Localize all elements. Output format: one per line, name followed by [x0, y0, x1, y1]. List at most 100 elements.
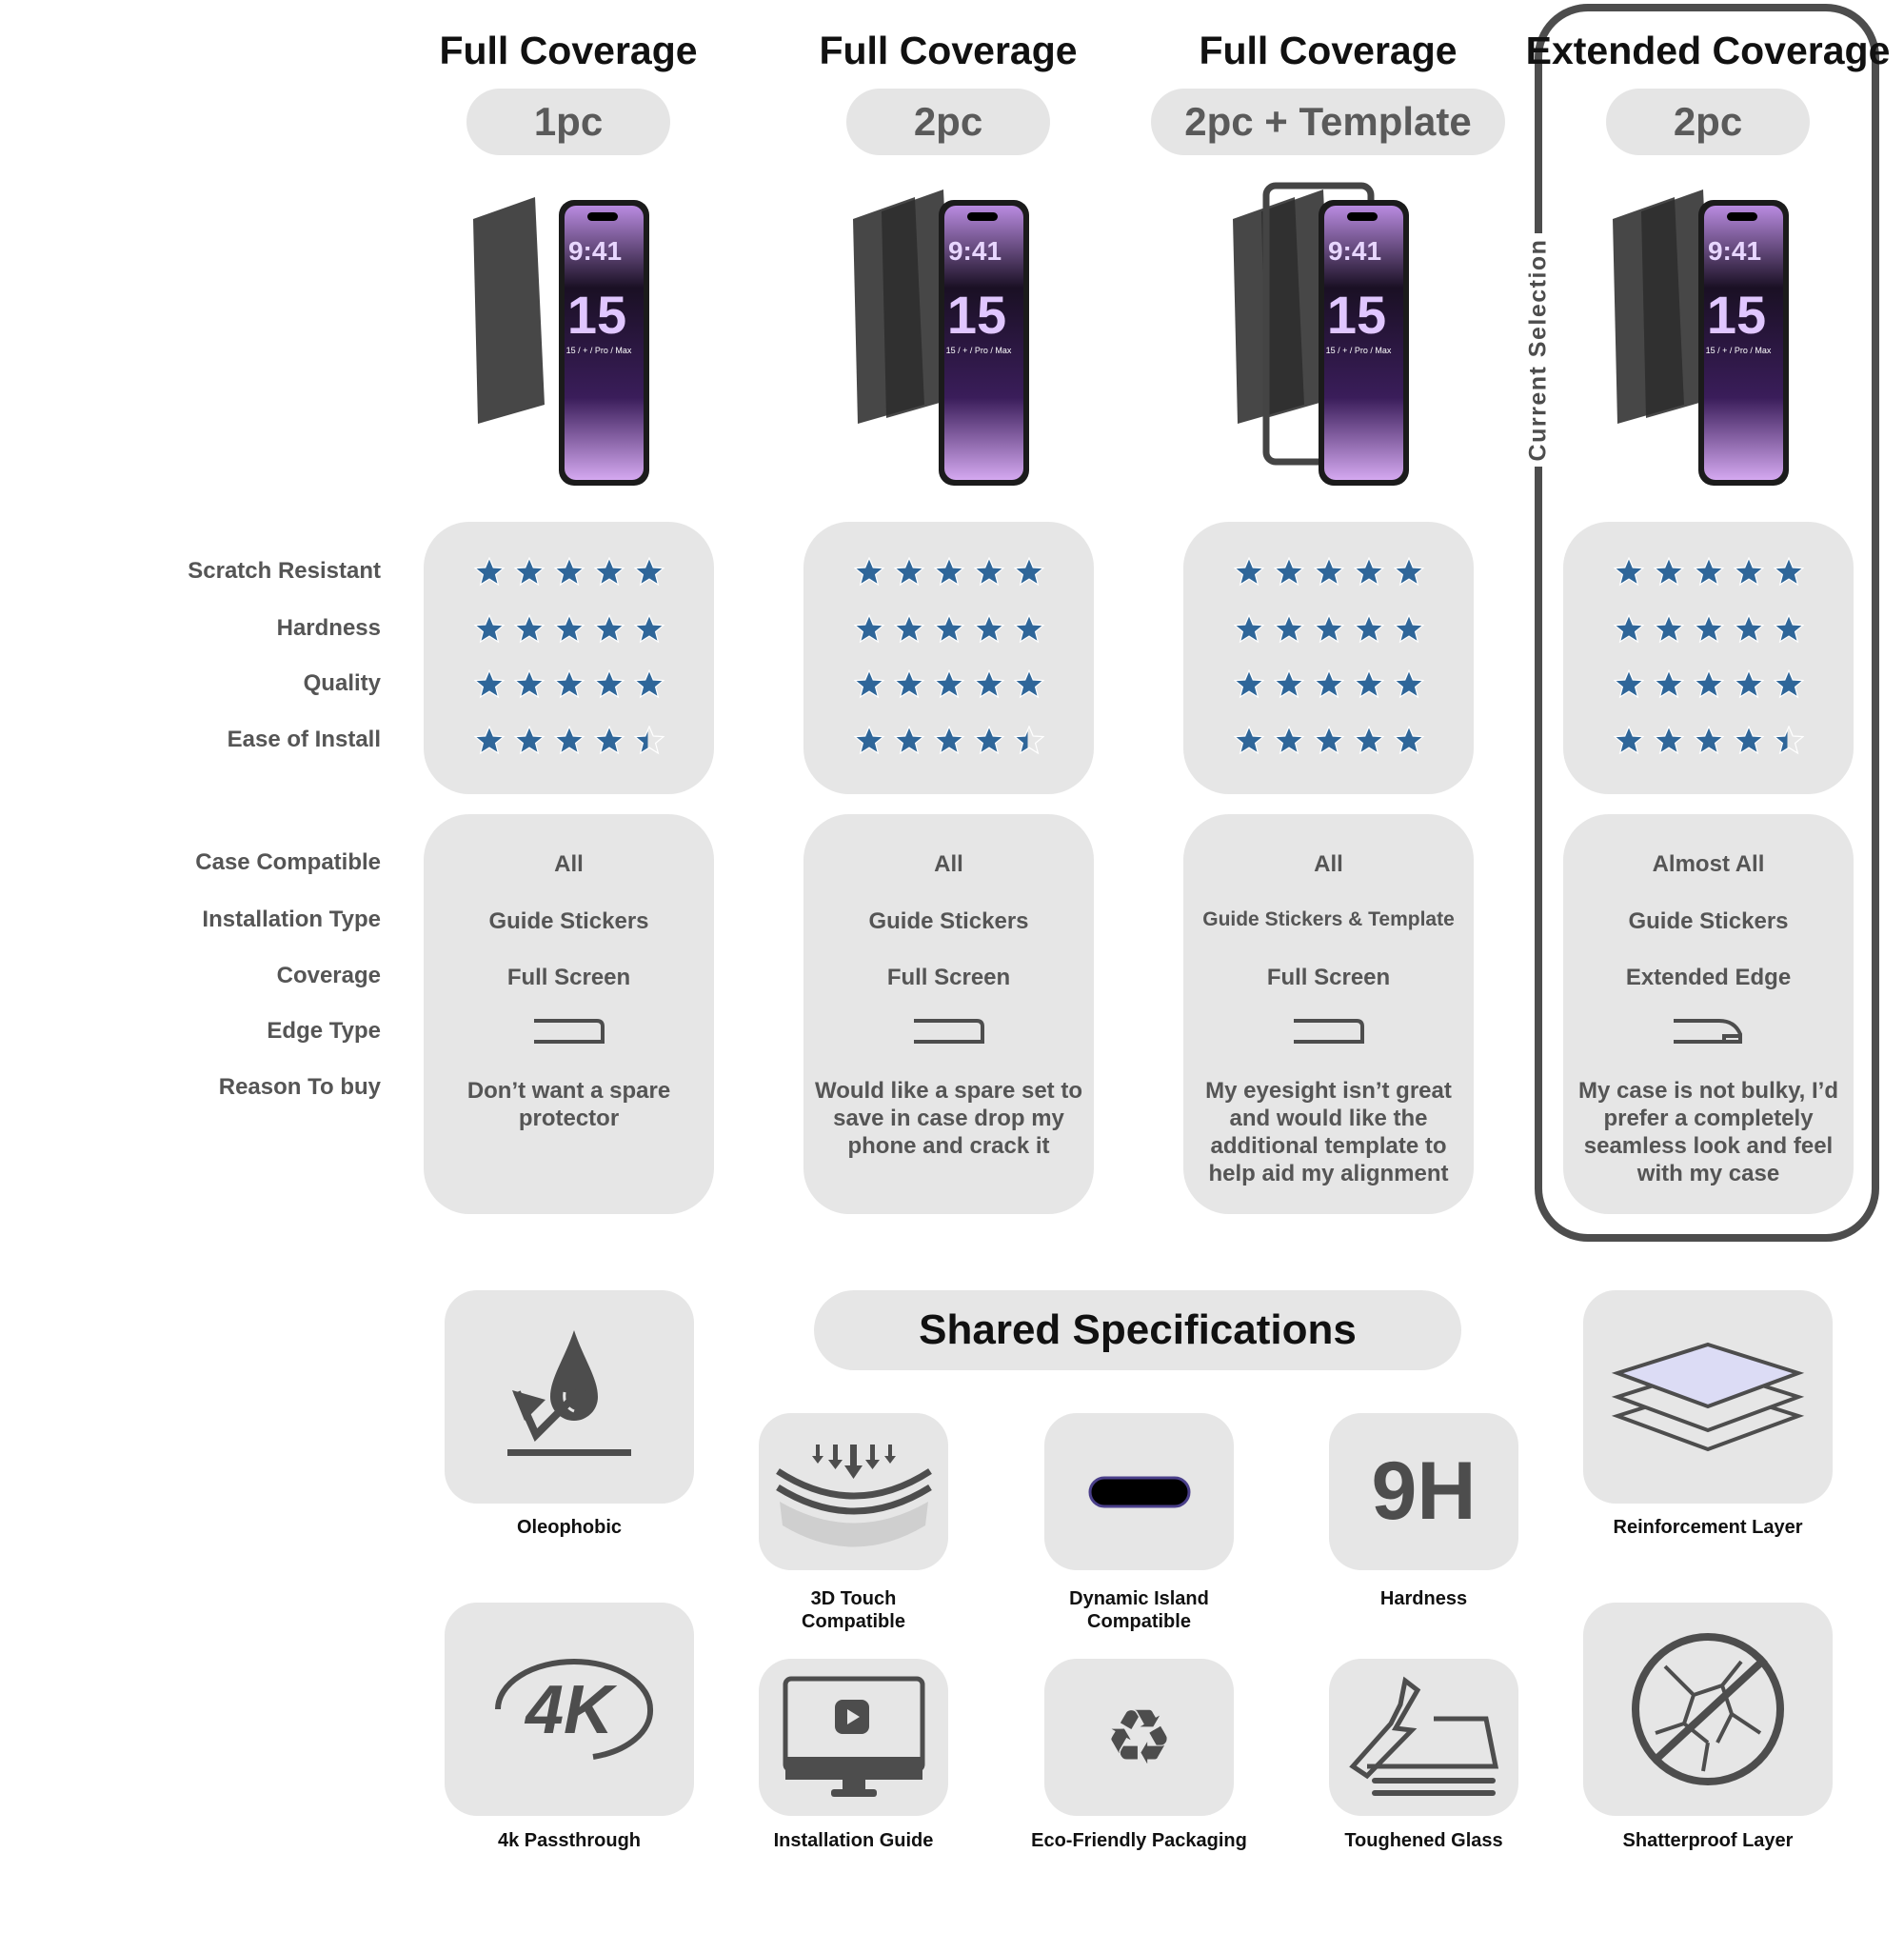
star-icon	[1613, 726, 1644, 755]
star-icon	[1393, 557, 1424, 587]
column-title: Full Coverage	[1199, 29, 1458, 72]
flat-edge-icon	[1294, 1019, 1364, 1044]
coverage-value: Extended Edge	[1625, 965, 1792, 990]
option-pill[interactable]: 2pc	[1606, 89, 1810, 155]
star-icon	[1733, 557, 1764, 587]
star-icon	[513, 726, 545, 755]
star-icon	[1313, 557, 1344, 587]
star-icon	[1393, 614, 1424, 644]
star-icon	[633, 726, 664, 755]
product-image: 9:41 15 15 / + / Pro / Max	[853, 189, 1029, 486]
star-icon	[1273, 614, 1304, 644]
star-icon	[513, 557, 545, 587]
coverage-value: Full Screen	[886, 965, 1011, 990]
shatterproof-label: Shatterproof Layer	[1622, 1830, 1794, 1851]
star-icon	[973, 669, 1004, 699]
hardness-tile: 9H	[1329, 1413, 1518, 1570]
flat-edge-icon	[534, 1019, 605, 1044]
star-icon	[513, 614, 545, 644]
rating-row	[803, 726, 1094, 756]
star-icon	[893, 557, 924, 587]
rating-row	[1183, 669, 1474, 700]
hardness-label: Hardness	[1379, 1588, 1468, 1609]
star-icon	[1693, 726, 1724, 755]
star-icon	[1653, 557, 1684, 587]
svg-text:15: 15	[567, 285, 626, 345]
label-ease-of-install: Ease of Install	[227, 727, 381, 752]
star-icon	[633, 557, 664, 587]
star-icon	[593, 726, 625, 755]
flat-edge-icon	[914, 1019, 984, 1044]
star-icon	[853, 726, 884, 755]
reason-to-buy-value: My eyesight isn’t great and would like t…	[1205, 1078, 1452, 1186]
no-crack-icon	[1632, 1633, 1784, 1785]
column-title: Extended Coverage	[1525, 29, 1891, 72]
star-icon	[593, 557, 625, 587]
star-icon	[973, 726, 1004, 755]
option-pill[interactable]: 1pc	[466, 89, 670, 155]
rating-row	[803, 557, 1094, 588]
star-icon	[1233, 726, 1264, 755]
4k-label: 4k Passthrough	[497, 1830, 642, 1851]
ratings-box	[1563, 522, 1854, 794]
label-coverage: Coverage	[276, 963, 381, 988]
star-icon	[1233, 669, 1264, 699]
star-icon	[1013, 669, 1044, 699]
rating-row	[1563, 669, 1854, 700]
reason-to-buy-value: Would like a spare set to save in case d…	[815, 1078, 1082, 1159]
star-icon	[1353, 614, 1384, 644]
coverage-value: Full Screen	[506, 965, 631, 990]
installation-guide-tile	[759, 1659, 948, 1816]
rating-row	[424, 557, 714, 588]
hammer-glass-icon	[1348, 1676, 1498, 1796]
star-icon	[1273, 557, 1304, 587]
option-pill[interactable]: 2pc	[846, 89, 1050, 155]
rating-row	[1563, 726, 1854, 756]
star-icon	[1773, 614, 1804, 644]
label-case-compatible: Case Compatible	[195, 849, 381, 875]
oleophobic-label: Oleophobic	[517, 1517, 622, 1538]
label-quality: Quality	[303, 670, 381, 696]
star-icon	[1013, 614, 1044, 644]
product-image: 9:41 15 15 / + / Pro / Max	[1613, 189, 1789, 486]
svg-text:15 / + / Pro / Max: 15 / + / Pro / Max	[566, 346, 632, 355]
specs-box: All Guide Stickers Full Screen Don’t wan…	[424, 814, 714, 1214]
option-pill[interactable]: 2pc + Template	[1151, 89, 1505, 155]
dynamic-island-tile	[1044, 1413, 1234, 1570]
star-icon	[1653, 614, 1684, 644]
case-compatible-value: All	[1314, 851, 1343, 877]
star-icon	[1693, 557, 1724, 587]
shatterproof-tile	[1583, 1603, 1833, 1816]
current-selection-label: Current Selection	[1521, 233, 1556, 467]
star-icon	[1613, 669, 1644, 699]
star-icon	[933, 726, 964, 755]
svg-text:15: 15	[947, 285, 1006, 345]
rating-row	[1183, 557, 1474, 588]
label-edge-type: Edge Type	[267, 1018, 381, 1044]
extended-edge-icon	[1674, 1019, 1742, 1044]
product-image: 9:41 15 15 / + / Pro / Max	[473, 197, 649, 486]
star-icon	[1313, 726, 1344, 755]
svg-text:9:41: 9:41	[568, 236, 622, 266]
case-compatible-value: All	[934, 851, 963, 877]
svg-text:15: 15	[1707, 285, 1766, 345]
column-title: Full Coverage	[439, 29, 698, 72]
case-compatible-value: All	[554, 851, 584, 877]
star-icon	[1773, 669, 1804, 699]
rating-row	[424, 726, 714, 756]
star-icon	[1653, 726, 1684, 755]
star-icon	[1733, 614, 1764, 644]
ratings-box	[1183, 522, 1474, 794]
star-icon	[1313, 669, 1344, 699]
star-icon	[853, 557, 884, 587]
svg-text:15 / + / Pro / Max: 15 / + / Pro / Max	[1326, 346, 1392, 355]
rating-row	[1563, 557, 1854, 588]
oleophobic-icon	[507, 1330, 631, 1456]
star-icon	[593, 614, 625, 644]
star-icon	[1013, 557, 1044, 587]
star-icon	[1613, 614, 1644, 644]
star-icon	[853, 669, 884, 699]
star-icon	[933, 669, 964, 699]
